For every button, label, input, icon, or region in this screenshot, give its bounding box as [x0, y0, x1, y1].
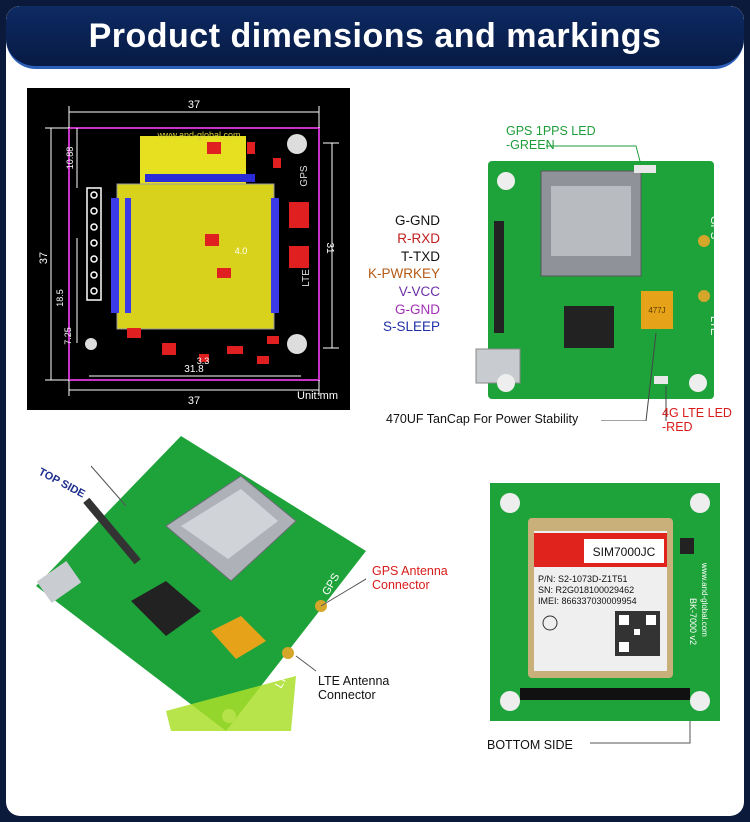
unit-label: Unit:mm [297, 390, 338, 402]
hole-3 [497, 374, 515, 392]
silk-lte: LTE [301, 269, 312, 287]
dim-height-left: 37 [38, 252, 50, 264]
gps-led [634, 165, 656, 173]
cert-mark-icon [542, 615, 558, 631]
mount-hole-bottom-right [287, 334, 307, 354]
bottom-hole-1 [500, 493, 520, 513]
dimension-lines [45, 106, 339, 396]
page-title: Product dimensions and markings [88, 16, 662, 55]
board-top-lte-silk: LTE [708, 316, 720, 335]
angle-lte-connector [282, 647, 294, 659]
board-top-view: 477J GPS LTE [475, 145, 720, 421]
angle-pin-header [83, 497, 141, 565]
pin-label-gnd-2: G-GND [395, 302, 440, 317]
qr-code-pattern [619, 615, 656, 652]
bottom-hole-4 [690, 691, 710, 711]
pin-label-rxd: R-RXD [397, 231, 440, 246]
pin-label-sleep: S-SLEEP [382, 319, 440, 334]
red-components [127, 142, 309, 364]
pin-label-gnd-1: G-GND [395, 213, 440, 228]
dim-4-0: 4.0 [235, 246, 248, 256]
dim-width-top: 37 [188, 99, 200, 111]
board-top-gps-silk: GPS [708, 216, 720, 239]
leader-lines-top [546, 145, 642, 166]
lte-antenna-annotation: LTE Antenna Connector [318, 674, 390, 702]
lte-led-annotation: 4G LTE LED -RED [662, 406, 732, 434]
hole-1 [497, 172, 515, 190]
bottom-side-label: BOTTOM SIDE [487, 738, 573, 752]
module-name-box [584, 539, 664, 563]
gps-led-annotation: GPS 1PPS LED -GREEN [506, 124, 596, 152]
hole-2 [689, 374, 707, 392]
title-bar: Product dimensions and markings [6, 6, 744, 69]
module-sn: SN: R2G018100029462 [538, 585, 634, 595]
pin-label-txd: T-TXD [401, 249, 440, 264]
dim-inner-width: 31.8 [184, 364, 204, 375]
dim-width-bottom: 37 [188, 395, 200, 407]
dim-18-5: 18.5 [55, 289, 65, 307]
dim-3-3: 3.3 [197, 356, 210, 366]
angle-sim-inner [181, 489, 278, 559]
dim-10-88: 10.88 [65, 147, 75, 170]
angle-tancap [211, 616, 266, 659]
lte-led [654, 376, 668, 384]
dimension-drawing-svg: 37 37 31.8 37 31 10.88 18.5 7.25 3.3 4.0… [38, 99, 339, 407]
regulator [564, 306, 614, 348]
pin-label-pwrkey: K-PWRKEY [367, 266, 440, 281]
sim-tray-inner [551, 186, 631, 256]
bottom-silk-model: BK-7000 v2 [688, 598, 698, 645]
silk-url: www.and-global.com [156, 130, 240, 140]
pad-column-left [111, 198, 131, 313]
dim-height-right: 31 [324, 242, 335, 254]
tancap-annotation: 470UF TanCap For Power Stability [386, 412, 579, 426]
pad-row-top [145, 174, 255, 182]
gps-connector-top [698, 235, 710, 247]
bottom-pin-header [520, 688, 690, 700]
leader-lines-annot [601, 332, 667, 421]
mount-hole-top-right [287, 134, 307, 154]
board-angle-pcb [36, 436, 366, 731]
lte-connector-top [698, 290, 710, 302]
gps-antenna-annotation: GPS Antenna Connector [372, 564, 448, 592]
angle-leader-lines [90, 465, 366, 672]
board-angle-view: GPS LTE [36, 436, 366, 731]
dimension-drawing: 37 37 31.8 37 31 10.88 18.5 7.25 3.3 4.0… [27, 88, 350, 410]
bottom-chip [680, 538, 694, 554]
bottom-silk-url: www.and-global.com [700, 562, 709, 637]
pin-label-vcc: V-VCC [398, 284, 440, 299]
module-imei: IMEI: 866337030009954 [538, 596, 637, 606]
dim-7-25: 7.25 [63, 327, 73, 345]
bottom-leader [590, 721, 691, 744]
angle-stand [166, 676, 296, 731]
pin-header [86, 187, 102, 301]
bottom-hole-3 [500, 691, 520, 711]
module-area [116, 183, 275, 330]
board-outline [68, 127, 320, 381]
pin-header-top [494, 221, 504, 333]
board-bottom-view: SIM7000JC P/N: S2-1073D-Z1T51 SN: R2G018… [490, 483, 720, 721]
tantalum-capacitor [641, 291, 673, 329]
angle-usb [36, 561, 82, 603]
angle-regulator [131, 581, 201, 636]
page-frame: Product dimensions and markings [6, 6, 744, 816]
pad-column-right [271, 198, 279, 313]
mount-hole-bottom-left [85, 338, 97, 350]
module-pn: P/N: S2-1073D-Z1T51 [538, 574, 628, 584]
module-name: SIM7000JC [593, 545, 656, 559]
cap-text: 477J [648, 306, 665, 315]
bottom-hole-2 [690, 493, 710, 513]
silk-gps: GPS [299, 165, 310, 186]
